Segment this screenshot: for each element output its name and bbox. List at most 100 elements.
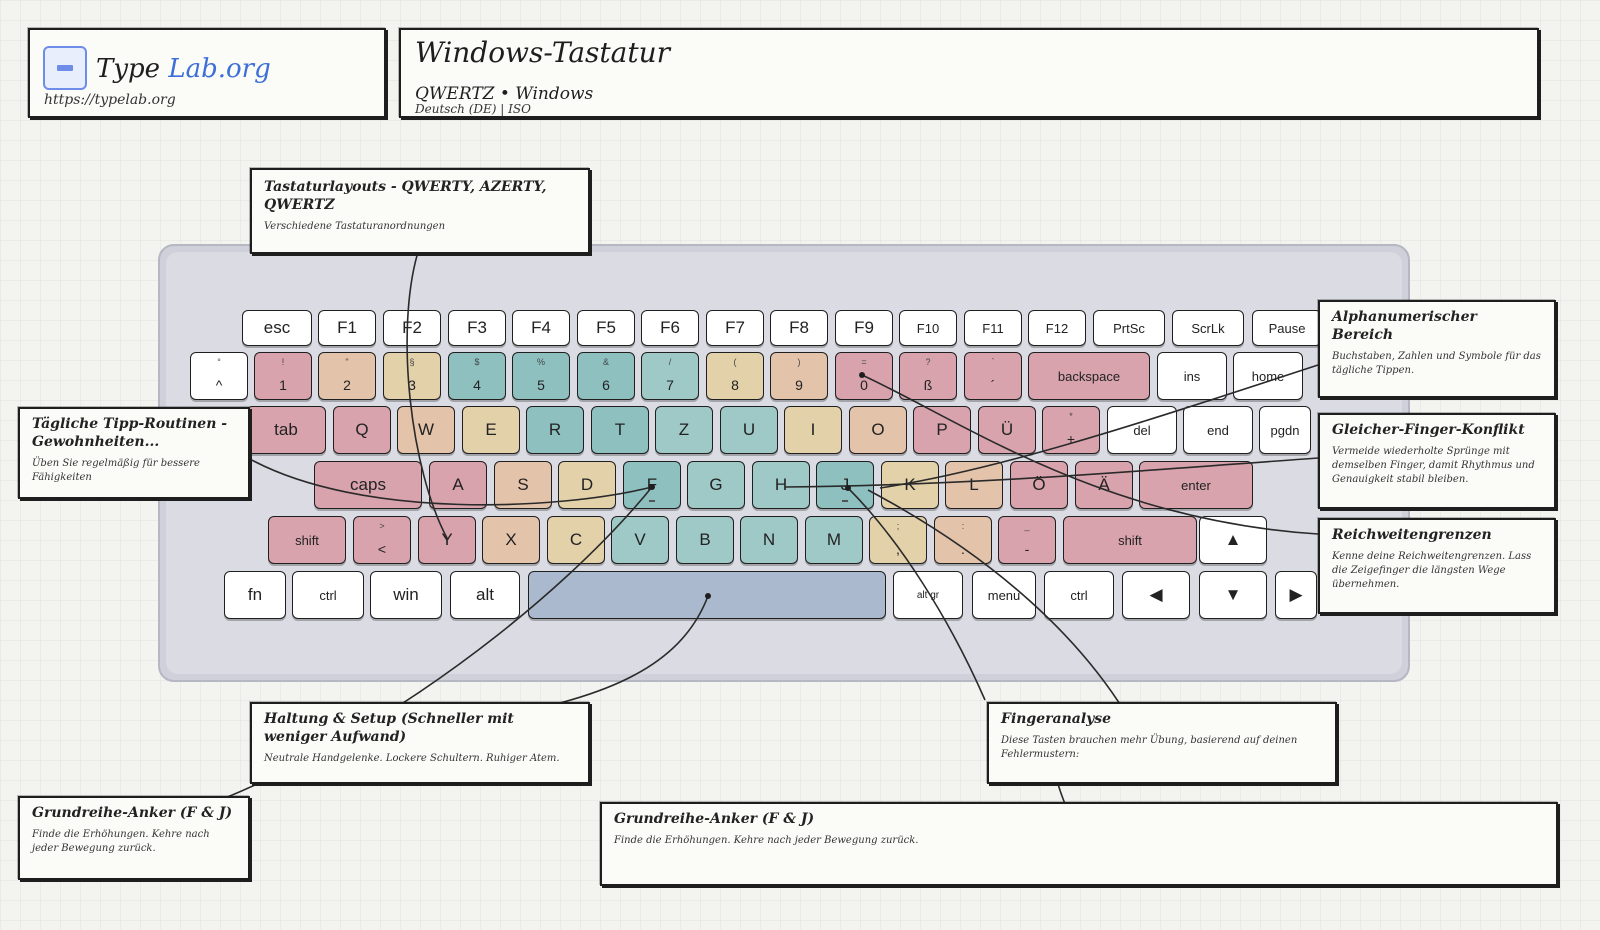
key-f1[interactable]: F1 [318,310,376,346]
key-ctrl[interactable]: ctrl [1044,571,1114,619]
key-scrlk[interactable]: ScrLk [1172,310,1244,346]
key-h[interactable]: H [752,461,810,509]
key-tab[interactable]: tab [246,406,326,454]
key-f4[interactable]: F4 [512,310,570,346]
key-p[interactable]: P [913,406,971,454]
key-v[interactable]: V [611,516,669,564]
key-pgdn[interactable]: pgdn [1259,406,1311,454]
key-shift-symbol: = [861,357,867,367]
key-alt[interactable]: alt [450,571,520,619]
key-j[interactable]: J [816,461,874,509]
key-menu[interactable]: menu [972,571,1036,619]
key-esc[interactable]: esc [242,310,312,346]
key-space[interactable] [528,571,886,619]
key-s[interactable]: S [494,461,552,509]
key-f8[interactable]: F8 [770,310,828,346]
key-4[interactable]: $4 [448,352,506,400]
key-9[interactable]: )9 [770,352,828,400]
key-del[interactable]: del [1107,406,1177,454]
key-t[interactable]: T [591,406,649,454]
key-pause[interactable]: Pause [1252,310,1322,346]
key-+[interactable]: *+ [1042,406,1100,454]
key-ä[interactable]: Ä [1075,461,1133,509]
key-f3[interactable]: F3 [448,310,506,346]
key-ctrl[interactable]: ctrl [292,571,364,619]
key-f9[interactable]: F9 [835,310,893,346]
key-prtsc[interactable]: PrtSc [1093,310,1165,346]
key-0[interactable]: =0 [835,352,893,400]
key-<[interactable]: >< [353,516,411,564]
key-home[interactable]: home [1233,352,1303,400]
key-d[interactable]: D [558,461,616,509]
key-f6[interactable]: F6 [641,310,699,346]
key-m[interactable]: M [805,516,863,564]
key-shift[interactable]: shift [268,516,346,564]
key-▶[interactable]: ▶ [1275,571,1317,619]
key-,[interactable]: ;, [869,516,927,564]
key-w[interactable]: W [397,406,455,454]
key-symbol: 4 [473,377,481,393]
note-body: Diese Tasten brauchen mehr Übung, basier… [1001,735,1298,760]
note-title: Haltung & Setup (Schneller mit weniger A… [264,711,514,745]
key-ö[interactable]: Ö [1010,461,1068,509]
key-5[interactable]: %5 [512,352,570,400]
brand-name[interactable]: Type Lab.org [96,54,271,84]
key-▼[interactable]: ▼ [1199,571,1267,619]
key-shift[interactable]: shift [1063,516,1197,564]
key-.[interactable]: :. [934,516,992,564]
key-a[interactable]: A [429,461,487,509]
key-l[interactable]: L [945,461,1003,509]
key-o[interactable]: O [849,406,907,454]
key-f12[interactable]: F12 [1028,310,1086,346]
key-8[interactable]: (8 [706,352,764,400]
key-end[interactable]: end [1183,406,1253,454]
key-f[interactable]: F [623,461,681,509]
key-b[interactable]: B [676,516,734,564]
key-k[interactable]: K [881,461,939,509]
key-shift-symbol: ` [991,357,995,367]
key-f10[interactable]: F10 [899,310,957,346]
key-symbol: , [896,541,900,557]
key-f5[interactable]: F5 [577,310,635,346]
key-symbol: - [1024,541,1030,557]
key-g[interactable]: G [687,461,745,509]
key-▲[interactable]: ▲ [1199,516,1267,564]
key-z[interactable]: Z [655,406,713,454]
key--[interactable]: _- [998,516,1056,564]
key-x[interactable]: X [482,516,540,564]
key-ß[interactable]: ?ß [899,352,957,400]
key-f11[interactable]: F11 [964,310,1022,346]
key-alt-gr[interactable]: alt gr [893,571,963,619]
key-^[interactable]: °^ [190,352,248,400]
key-i[interactable]: I [784,406,842,454]
key-ins[interactable]: ins [1157,352,1227,400]
key-2[interactable]: "2 [318,352,376,400]
key-q[interactable]: Q [333,406,391,454]
key-caps[interactable]: caps [314,461,422,509]
key-y[interactable]: Y [418,516,476,564]
key-f7[interactable]: F7 [706,310,764,346]
note-body: Finde die Erhöhungen. Kehre nach jeder B… [614,835,919,846]
key-shift-symbol: § [409,357,415,367]
key-backspace[interactable]: backspace [1028,352,1150,400]
page-title: Windows-Tastatur [415,36,671,69]
key-3[interactable]: §3 [383,352,441,400]
key-fn[interactable]: fn [224,571,286,619]
key-u[interactable]: U [720,406,778,454]
key-c[interactable]: C [547,516,605,564]
key-enter[interactable]: enter [1139,461,1253,509]
key-´[interactable]: `´ [964,352,1022,400]
key-r[interactable]: R [526,406,584,454]
key-6[interactable]: &6 [577,352,635,400]
key-n[interactable]: N [740,516,798,564]
brand-url[interactable]: https://typelab.org [44,92,176,108]
key-f2[interactable]: F2 [383,310,441,346]
key-symbol: 2 [343,377,351,393]
key-ü[interactable]: Ü [978,406,1036,454]
key-e[interactable]: E [462,406,520,454]
key-◀[interactable]: ◀ [1122,571,1190,619]
key-1[interactable]: !1 [254,352,312,400]
key-7[interactable]: /7 [641,352,699,400]
note-title: Alphanumerischer Bereich [1332,309,1477,343]
key-win[interactable]: win [370,571,442,619]
